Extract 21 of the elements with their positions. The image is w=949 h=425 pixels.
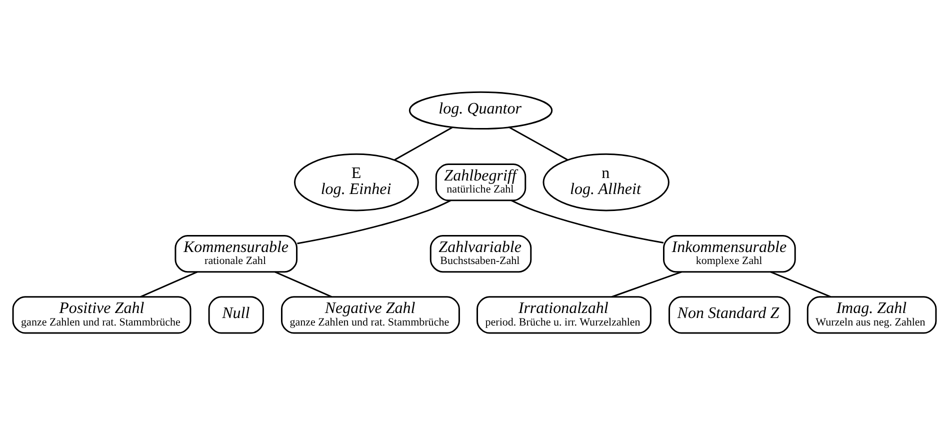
connector (511, 200, 664, 244)
connector (611, 271, 682, 298)
connector (509, 126, 568, 160)
node-box: Negative Zahl ganze Zahlen und rat. Stammbrüche (280, 296, 460, 334)
node-ellipse: n log. Allheit (542, 153, 670, 212)
node-box: Zahlbegriff natürliche Zahl (435, 164, 526, 202)
node-ellipse: log. Quantor (408, 91, 553, 130)
node-box: Positive Zahl ganze Zahlen und rat. Stammbrüche (12, 296, 192, 334)
node-box: Irrationalzahl period. Brüche u. irr. Wurzelzahlen (476, 296, 652, 334)
connector (274, 271, 332, 298)
node-box: Inkommensurable komplexe Zahl (663, 234, 796, 273)
connector (394, 126, 453, 160)
node-box: Kommensurable rationale Zahl (174, 234, 298, 273)
connector (140, 271, 198, 298)
connector (297, 200, 452, 244)
connector (770, 271, 831, 298)
node-ellipse: E log. Einhei (294, 153, 419, 212)
node-box: Non Standard Z (668, 296, 790, 334)
node-box: Null (208, 296, 264, 334)
node-box: Imag. Zahl Wurzeln aus neg. Zahlen (806, 296, 937, 334)
node-box: Zahlvariable Buchstsaben-Zahl (430, 234, 532, 273)
